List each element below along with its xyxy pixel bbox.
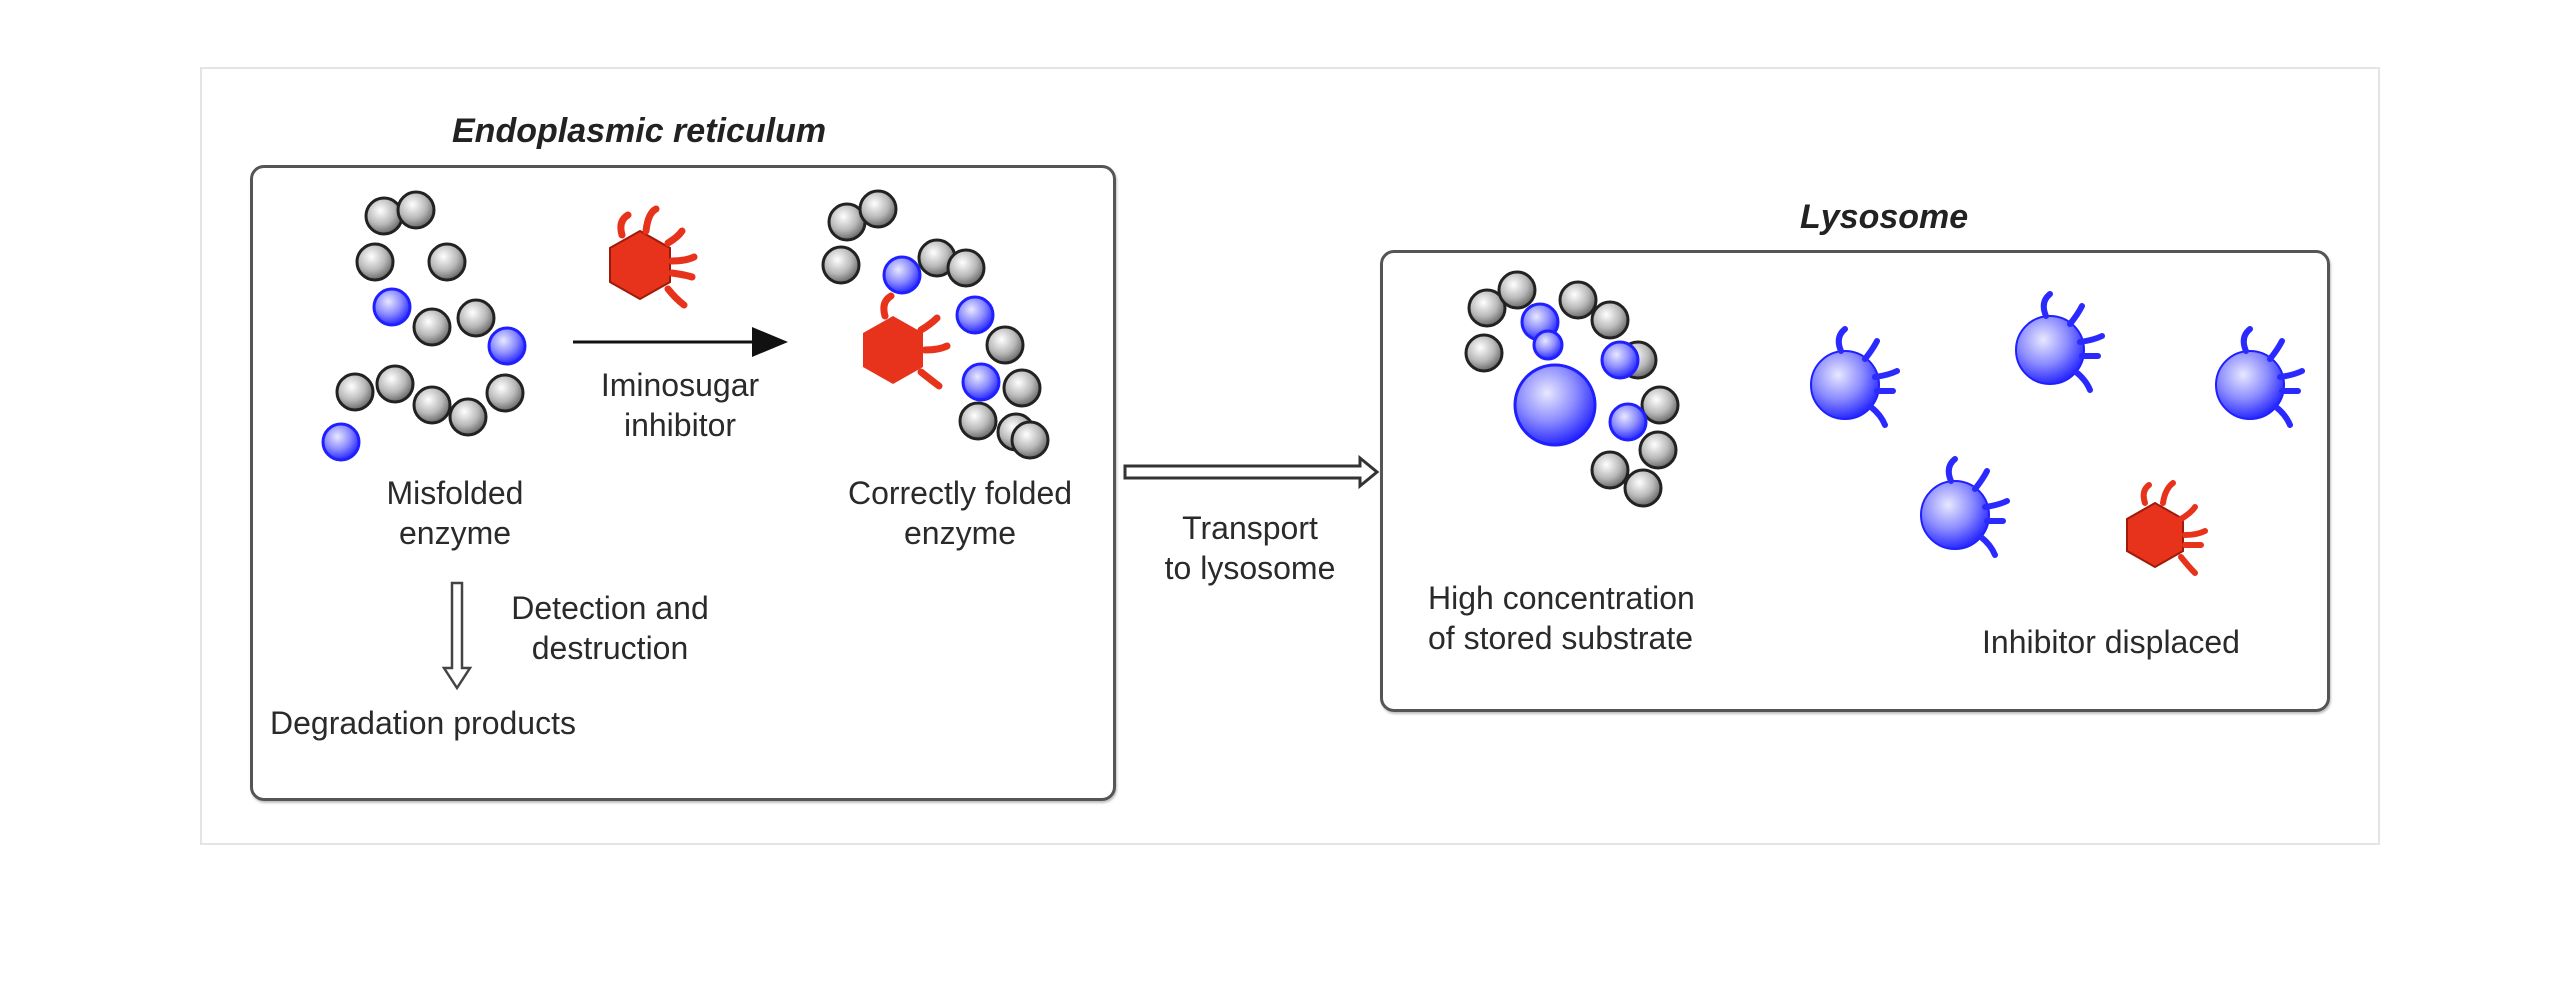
grey-bead <box>858 189 898 229</box>
er-title: Endoplasmic reticulum <box>452 112 827 150</box>
label-line: Correctly folded <box>847 475 1073 511</box>
blue-bead <box>882 255 922 295</box>
grey-bead <box>355 242 395 282</box>
iminosugar-inhibitor-icon <box>609 205 698 309</box>
blue-bead <box>487 326 527 366</box>
free-enzyme-icon <box>2015 291 2105 393</box>
inhibitor-displaced-label: Inhibitor displaced <box>1982 624 2240 660</box>
displaced-inhibitor-icon <box>2126 480 2208 576</box>
grey-bead <box>412 385 452 425</box>
grey-bead <box>1640 385 1680 425</box>
grey-bead <box>1558 280 1598 320</box>
er-panel <box>250 165 1116 801</box>
grey-bead <box>335 372 375 412</box>
grey-bead <box>448 397 488 437</box>
large-blue-enzyme <box>1513 363 1597 447</box>
blue-bead <box>1532 329 1564 361</box>
grey-bead <box>946 248 986 288</box>
correctly-folded-label: Correctly folded enzyme <box>810 473 1110 553</box>
lysosome-panel <box>1380 250 2330 712</box>
transport-label: Transport to lysosome <box>1140 508 1360 588</box>
label-line: to lysosome <box>1164 550 1336 586</box>
blue-bead <box>321 422 361 462</box>
grey-bead <box>985 325 1025 365</box>
label-line: inhibitor <box>623 407 737 443</box>
transport-arrow <box>1123 454 1380 490</box>
label-line: enzyme <box>903 515 1017 551</box>
misfolded-enzyme-label: Misfolded enzyme <box>335 473 575 553</box>
degradation-label: Degradation products <box>270 705 576 741</box>
label-line: Detection and <box>511 590 709 626</box>
free-enzyme-icon <box>2215 326 2305 428</box>
grey-bead <box>1590 450 1630 490</box>
blue-bead <box>372 287 412 327</box>
grey-bead <box>1623 468 1663 508</box>
grey-bead <box>958 401 998 441</box>
grey-bead <box>1638 430 1678 470</box>
misfolded-enzyme-chain <box>321 190 527 462</box>
grey-bead <box>375 364 415 404</box>
inhibitor-label: Iminosugar inhibitor <box>560 365 800 445</box>
label-line: Misfolded <box>386 475 524 511</box>
grey-bead <box>456 298 496 338</box>
grey-bead <box>485 373 525 413</box>
blue-bead <box>955 295 995 335</box>
grey-bead <box>1590 300 1630 340</box>
grey-bead <box>396 190 436 230</box>
grey-bead <box>1010 420 1050 460</box>
label-line: Iminosugar <box>600 367 760 403</box>
blue-bead <box>1600 340 1640 380</box>
grey-bead <box>821 245 861 285</box>
detection-label: Detection and destruction <box>480 588 740 668</box>
blue-bead <box>961 362 1001 402</box>
figure-frame <box>200 67 2380 845</box>
stored-substrate-cluster <box>1464 270 1680 508</box>
blue-bead <box>1608 402 1648 442</box>
label-line: Transport <box>1182 510 1318 546</box>
free-enzyme-icon <box>1810 326 1900 428</box>
grey-bead <box>364 196 404 236</box>
label-line: High concentration <box>1428 580 1695 616</box>
grey-bead <box>427 242 467 282</box>
label-line: enzyme <box>398 515 512 551</box>
stored-substrate-label: High concentration of stored substrate <box>1428 578 1695 658</box>
grey-bead <box>1002 368 1042 408</box>
label-line: destruction <box>531 630 689 666</box>
detection-arrow <box>441 581 473 691</box>
grey-bead <box>1497 270 1537 310</box>
grey-bead <box>1464 333 1504 373</box>
label-line: of stored substrate <box>1428 620 1694 656</box>
grey-bead <box>1467 288 1507 328</box>
lysosome-title: Lysosome <box>1800 198 1969 236</box>
free-enzyme-icon <box>1920 456 2010 558</box>
correctly-folded-enzyme <box>821 189 1050 460</box>
grey-bead <box>412 307 452 347</box>
